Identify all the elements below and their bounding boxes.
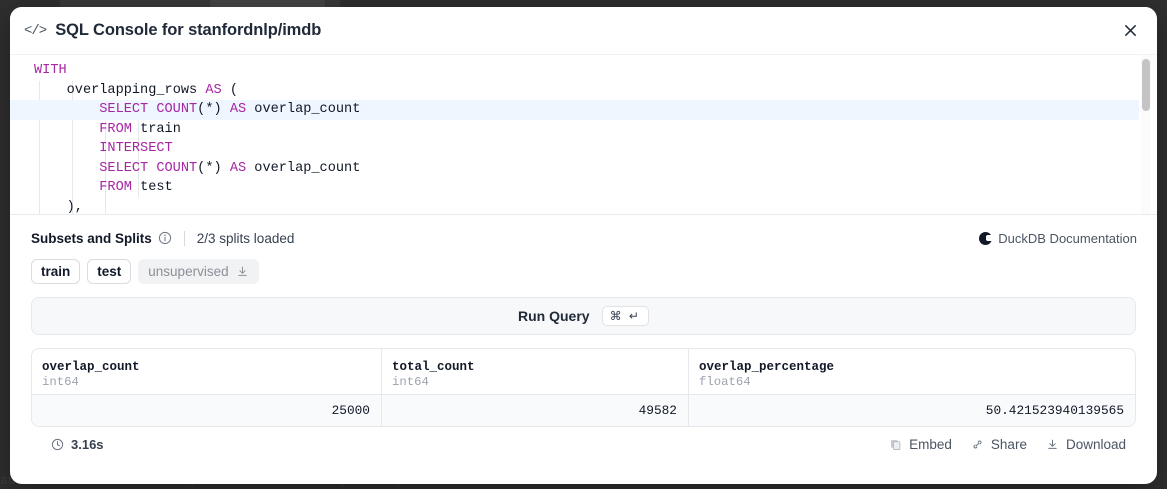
editor-scrollbar-thumb[interactable] [1142,59,1150,111]
split-chip-train[interactable]: train [31,259,81,284]
sql-console-modal: </> SQL Console for stanfordnlp/imdb WIT… [10,7,1157,484]
sql-code-line[interactable]: FROM test [10,178,1139,198]
column-type: float64 [699,374,751,389]
editor-scrollbar[interactable] [1141,55,1151,214]
info-icon[interactable] [158,231,172,245]
duckdb-documentation-link[interactable]: DuckDB Documentation [979,231,1137,246]
clock-icon [51,438,64,451]
column-name: total_count [392,359,475,374]
subsets-and-splits-section: Subsets and Splits 2/3 splits loaded Duc… [10,214,1157,284]
sql-code-line[interactable]: SELECT COUNT(*) AS overlap_count [10,100,1139,120]
sql-code-line[interactable]: INTERSECT [10,139,1139,159]
column-type: int64 [42,374,79,389]
sql-keyword: SELECT COUNT [99,102,198,117]
split-chip-unsupervised[interactable]: unsupervised [138,259,259,284]
duckdb-logo-icon [979,231,994,245]
sql-identifier: (*) [197,160,230,176]
column-name: overlap_percentage [699,359,835,374]
splits-loaded-status: 2/3 splits loaded [196,230,295,246]
code-brackets-icon: </> [24,22,47,39]
query-timing-label: 3.16s [71,436,104,452]
run-query-shortcut: ⌘ ↵ [601,306,649,326]
duckdb-documentation-label: DuckDB Documentation [998,230,1137,246]
split-chip-label: train [41,264,71,279]
sql-identifier: train [131,121,181,137]
split-chip-test[interactable]: test [87,259,132,284]
column-name: overlap_count [42,359,140,374]
sql-keyword: AS [229,102,247,117]
sql-keyword: AS [229,160,247,176]
run-query-button[interactable]: Run Query ⌘ ↵ [31,297,1136,335]
run-query-label: Run Query [518,308,590,324]
backdrop-toolbar-secondary [210,0,325,9]
share-button[interactable]: Share [971,437,1027,452]
embed-button[interactable]: Embed [889,437,952,452]
sql-code-body[interactable]: WITH overlapping_rows AS ( SELECT COUNT(… [10,61,1139,214]
sql-keyword: FROM [99,180,132,195]
sql-code-line[interactable]: overlapping_rows AS ( [10,81,1139,101]
sql-keyword: WITH [34,63,67,78]
sql-identifier: (*) [197,102,230,117]
share-label: Share [990,436,1027,452]
sql-identifier: overlapping_rows [66,82,206,98]
download-label: Download [1065,436,1126,452]
sql-code-line[interactable]: WITH [10,61,1139,81]
embed-label: Embed [909,436,952,452]
table-cell: 49582 [382,395,689,426]
sql-keyword: INTERSECT [99,141,173,156]
sql-code-line[interactable]: FROM train [10,120,1139,140]
sql-editor[interactable]: WITH overlapping_rows AS ( SELECT COUNT(… [10,54,1157,214]
sql-identifier: overlap_count [246,102,361,117]
subsets-label: Subsets and Splits [31,230,152,246]
split-chip-label: test [97,264,122,279]
sql-keyword: AS [205,82,222,98]
close-button[interactable] [1115,16,1145,46]
sql-identifier: overlap_count [246,160,361,176]
sql-keyword: SELECT COUNT [99,160,198,176]
page-title: SQL Console for stanfordnlp/imdb [55,21,322,39]
split-chip-label: unsupervised [148,264,229,279]
close-icon [1124,25,1136,36]
results-footer: 3.16s Embed Share Download [31,427,1136,461]
sql-code-line[interactable]: ), [10,198,1139,215]
sql-code-line[interactable]: SELECT COUNT(*) AS overlap_count [10,159,1139,179]
modal-header: </> SQL Console for stanfordnlp/imdb [10,7,1157,54]
divider [183,230,185,246]
link-icon [971,438,984,451]
copy-icon [889,438,902,451]
table-cell: 50.421523940139565 [985,403,1124,418]
split-chip-list: train test unsupervised [31,259,1137,284]
subsets-header-row: Subsets and Splits 2/3 splits loaded Duc… [31,227,1137,249]
download-button[interactable]: Download [1046,437,1126,452]
sql-editor-content[interactable]: WITH overlapping_rows AS ( SELECT COUNT(… [10,55,1139,214]
download-icon [1046,438,1059,451]
sql-keyword: FROM [99,121,132,137]
query-timing: 3.16s [33,437,104,452]
backdrop-toolbar [60,0,340,9]
sql-identifier: ( [221,82,238,98]
sql-identifier: test [131,180,173,195]
footer-actions: Embed Share Download [889,437,1126,452]
sql-identifier: ), [66,199,83,215]
column-type: int64 [392,374,429,389]
download-icon[interactable] [236,265,249,278]
table-cell: 25000 [32,395,382,426]
